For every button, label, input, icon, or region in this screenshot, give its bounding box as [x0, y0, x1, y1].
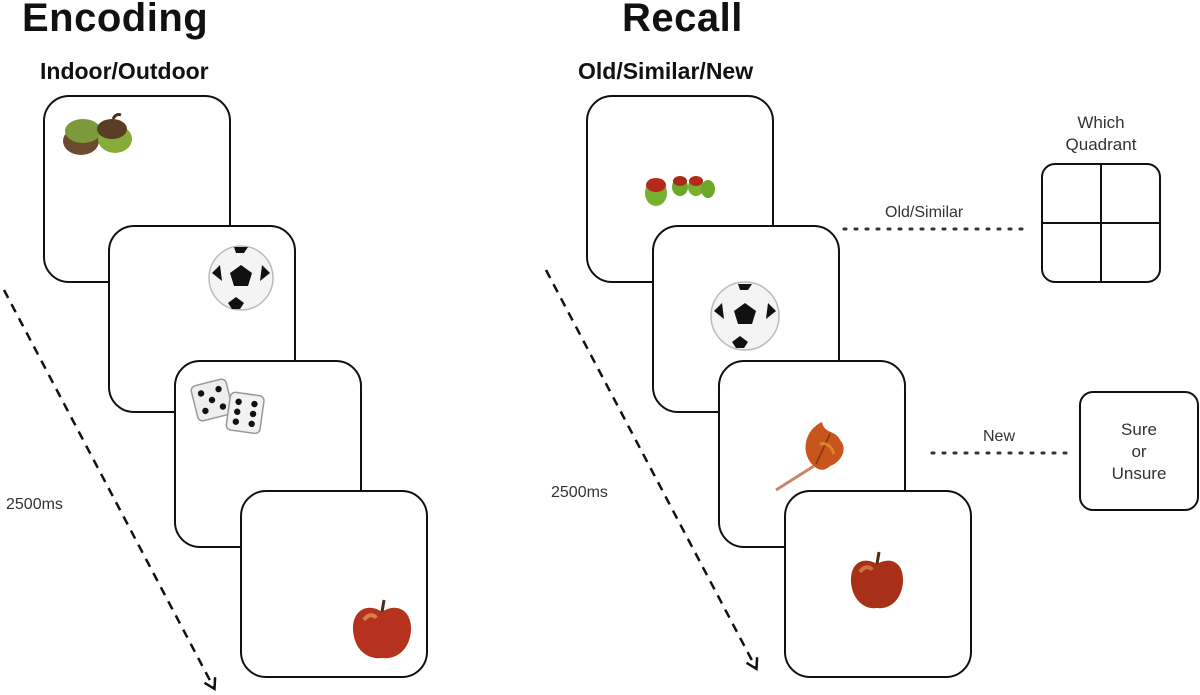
soccer-ball-icon	[208, 245, 274, 311]
acorns-icon	[63, 113, 132, 155]
soccer-ball-icon	[710, 281, 780, 351]
leaf-icon	[775, 422, 844, 492]
confidence-unsure: Unsure	[1111, 464, 1167, 483]
quadrant-prompt-line-2: Quadrant	[1065, 135, 1137, 154]
encoding-title: Encoding	[22, 0, 209, 40]
encoding-card-4	[240, 490, 428, 678]
recall-title: Recall	[622, 0, 743, 40]
encoding-timing-label: 2500ms	[6, 496, 63, 513]
confidence-or: or	[1131, 442, 1147, 461]
encoding-time-arrow	[2, 289, 214, 688]
recall-time-arrow	[544, 269, 756, 668]
quadrant-prompt: Which Quadrant	[1046, 112, 1156, 156]
quadrant-prompt-line-1: Which	[1077, 113, 1125, 132]
quadrant-grid	[1041, 163, 1161, 283]
encoding-task-label: Indoor/Outdoor	[40, 58, 209, 84]
recall-timing-label: 2500ms	[551, 484, 608, 501]
confidence-box: Sure or Unsure	[1079, 391, 1199, 511]
recall-task-label: Old/Similar/New	[578, 58, 754, 84]
old-similar-label: Old/Similar	[885, 204, 964, 221]
acorns-icon	[645, 176, 715, 206]
confidence-prompt: Sure or Unsure	[1081, 419, 1197, 485]
quadrant-horizontal-divider	[1043, 222, 1159, 224]
confidence-sure: Sure	[1121, 420, 1157, 439]
apple-icon	[850, 551, 904, 609]
recall-card-4	[784, 490, 972, 678]
new-label: New	[983, 428, 1016, 445]
apple-icon	[352, 599, 412, 659]
dice-icon	[190, 378, 265, 435]
